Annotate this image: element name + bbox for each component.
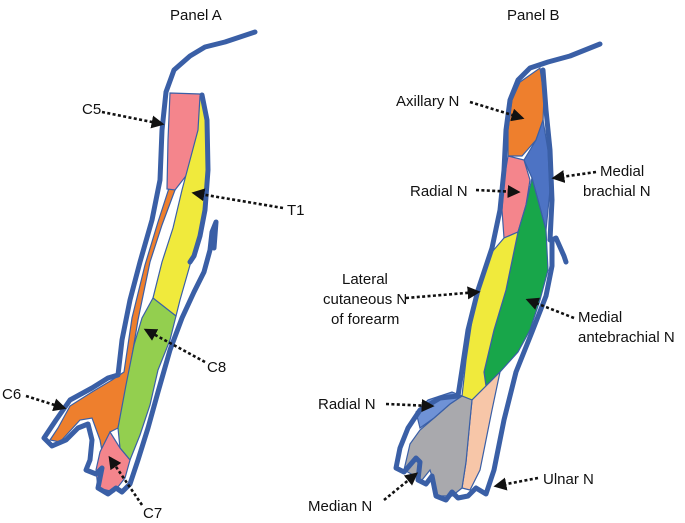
arrow-lateral-cutaneous	[405, 286, 481, 300]
label-ulnar: Ulnar N	[543, 471, 594, 488]
dermatome-c6	[49, 94, 181, 465]
label-c7: C7	[143, 505, 162, 522]
arrow-ulnar	[493, 476, 539, 491]
label-c6: C6	[2, 386, 21, 403]
label-lateral-cutaneous-1: Lateral	[342, 271, 388, 288]
panel-b-labels: Axillary N Medial brachial N Radial N La…	[308, 93, 675, 515]
label-lateral-cutaneous-2: cutaneous N	[323, 291, 407, 308]
label-c8: C8	[207, 359, 226, 376]
arrow-radial-hand	[385, 399, 435, 413]
label-medial-antebrachial-2: antebrachial N	[578, 329, 675, 346]
label-radial-hand: Radial N	[318, 396, 376, 413]
arrow-medial-brachial	[551, 170, 597, 183]
arrow-medial-antebrachial	[525, 297, 575, 320]
arrow-t1	[191, 188, 284, 210]
panel-b-title: Panel B	[507, 7, 560, 24]
panel-a: Panel A	[41, 7, 258, 497]
arrow-axillary	[469, 100, 525, 122]
label-radial-upper: Radial N	[410, 183, 468, 200]
arm-outline-b	[393, 41, 603, 503]
arrow-c6	[25, 394, 67, 412]
label-axillary: Axillary N	[396, 93, 459, 110]
panel-b: Panel B	[393, 7, 603, 503]
arm-outline-a	[41, 29, 258, 497]
arrow-c7	[108, 455, 144, 506]
label-t1: T1	[287, 202, 305, 219]
label-c5: C5	[82, 101, 101, 118]
label-median: Median N	[308, 498, 372, 515]
arm-inner-outline-b	[540, 67, 555, 243]
arrow-median	[383, 472, 419, 502]
label-medial-brachial-2: brachial N	[583, 183, 651, 200]
label-medial-brachial-1: Medial	[600, 163, 644, 180]
panel-a-labels: C5 T1 C8 C6 C7	[2, 101, 305, 522]
arm-inner-outline-a	[187, 92, 211, 265]
label-medial-antebrachial-1: Medial	[578, 309, 622, 326]
label-lateral-cutaneous-3: of forearm	[331, 311, 399, 328]
arrow-c8	[143, 328, 206, 364]
arrow-c5	[101, 110, 165, 129]
arrow-radial-upper	[475, 185, 521, 198]
panel-a-title: Panel A	[170, 7, 222, 24]
